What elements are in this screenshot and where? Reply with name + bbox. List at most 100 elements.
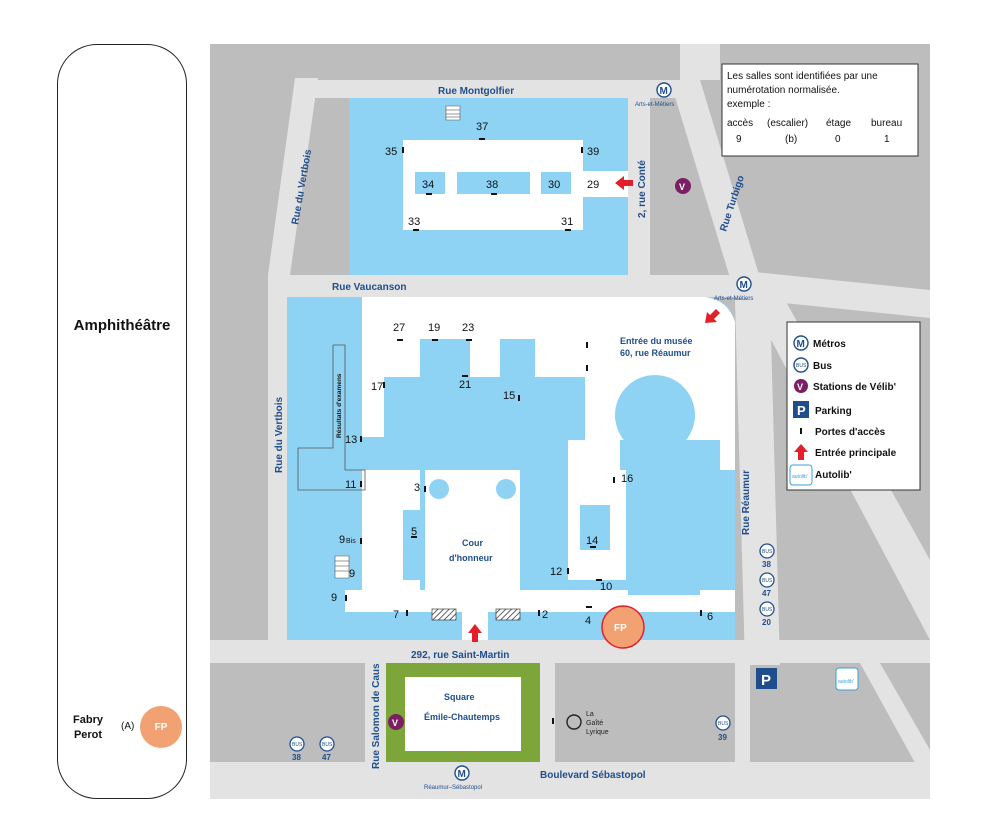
door-35[interactable]: [402, 147, 404, 153]
door-21[interactable]: [462, 375, 468, 377]
door-3[interactable]: [424, 486, 426, 492]
bus-stop-reaumur-38[interactable]: BUS 38: [759, 543, 775, 569]
street-right-diagonal: [860, 663, 930, 790]
door-7[interactable]: [406, 610, 408, 616]
resultats-outline: [297, 344, 366, 491]
metro-arts-metiers-1[interactable]: M Arts-et-Métiers: [635, 82, 674, 108]
door-10[interactable]: [596, 579, 602, 581]
info-header-etage: étage: [826, 118, 851, 129]
autolib-marker[interactable]: autolib': [835, 667, 859, 691]
door-33[interactable]: [413, 229, 419, 231]
wing-14: [580, 505, 610, 550]
bus-badge: BUS: [762, 549, 773, 555]
stair-hatch-right[interactable]: [495, 608, 521, 621]
fabry-perot-marker[interactable]: FP: [601, 605, 645, 649]
stair-hatch-left[interactable]: [431, 608, 457, 621]
metro-arts-metiers-2[interactable]: M Arts-et-Métiers: [714, 276, 753, 302]
legend-velib: Stations de Vélib': [813, 382, 896, 393]
door-19[interactable]: [432, 339, 438, 341]
legend-metros: Métros: [813, 339, 846, 350]
bus-stop-reaumur-20[interactable]: BUS 20: [759, 601, 775, 627]
gaite-lyrique-marker[interactable]: La Gaîté Lyrique: [566, 711, 609, 736]
door-23[interactable]: [466, 339, 472, 341]
gaite-line1: La: [586, 711, 594, 718]
info-box-frame: [721, 63, 919, 157]
museum-entrance-line2: 60, rue Réaumur: [620, 348, 691, 358]
info-value-escalier: (b): [785, 134, 797, 145]
door-5[interactable]: [411, 536, 417, 538]
bus-line-38: 38: [292, 753, 301, 762]
station-arts-metiers-2: Arts-et-Métiers: [714, 296, 753, 302]
bus-line-38: 38: [762, 560, 771, 569]
metro-letter: M: [660, 86, 668, 97]
cour-honneur-line2: d'honneur: [449, 553, 493, 563]
street-passage-east: [735, 663, 750, 765]
door-39[interactable]: [581, 147, 583, 153]
velib-station-salomon[interactable]: V: [388, 714, 404, 730]
door-9bis[interactable]: [360, 538, 362, 544]
main-entrance-arrow-south[interactable]: [468, 624, 482, 642]
door-31[interactable]: [565, 229, 571, 231]
door-11[interactable]: [360, 481, 362, 487]
main-entrance-arrow-museum[interactable]: [705, 309, 720, 323]
velib-station-turbigo[interactable]: V: [675, 178, 691, 194]
metro-reaumur-sebastopol[interactable]: M Réaumur–Sébastopol: [424, 765, 482, 791]
street-boulevard-sebastopol: [210, 762, 930, 799]
door-6[interactable]: [700, 610, 702, 616]
staircase-icon: [445, 105, 461, 121]
room-27: 27: [393, 322, 405, 334]
main-entrance-arrow-conte[interactable]: [615, 176, 633, 190]
door-37[interactable]: [479, 138, 485, 140]
park-square-inner: [405, 677, 521, 751]
main-building-wings: [384, 339, 720, 595]
bus-icon: [759, 601, 775, 617]
bus-line-47: 47: [762, 589, 771, 598]
metro-letter: M: [740, 280, 748, 291]
label-rue-salomon: Rue Salomon de Caus: [371, 663, 382, 769]
parking-letter: P: [761, 672, 771, 689]
door-16[interactable]: [613, 477, 615, 483]
door-2[interactable]: [538, 610, 540, 616]
station-reaumur-sebastopol: Réaumur–Sébastopol: [424, 785, 482, 791]
door-38[interactable]: [491, 193, 497, 195]
door-museum-1[interactable]: [586, 342, 588, 348]
info-value-acces: 9: [736, 134, 742, 145]
room-15: 15: [503, 390, 515, 402]
wing-15: [500, 339, 535, 412]
street-rue-vaucanson: [268, 275, 760, 297]
bus-stop-salomon-47[interactable]: BUS 47: [319, 736, 335, 762]
room-10: 10: [600, 581, 612, 593]
door-museum-2[interactable]: [586, 365, 588, 371]
bus-stop-salomon-38[interactable]: BUS 38: [289, 736, 305, 762]
door-17[interactable]: [383, 382, 385, 388]
bus-badge: BUS: [718, 721, 729, 727]
autolib-text: autolib': [838, 679, 854, 685]
door-27[interactable]: [397, 339, 403, 341]
bus-line-47: 47: [322, 753, 331, 762]
room-13: 13: [345, 434, 357, 446]
room-19: 19: [428, 322, 440, 334]
room-numbers: 37 35 39 34 38 30 29 33 31 27 19 23 17 2…: [331, 121, 713, 627]
info-header-acces: accès: [727, 118, 753, 129]
door-13[interactable]: [360, 436, 362, 442]
door-9[interactable]: [345, 595, 347, 601]
label-rue-vaucanson: Rue Vaucanson: [332, 282, 406, 293]
door-14[interactable]: [590, 546, 596, 548]
door-4[interactable]: [586, 606, 592, 608]
fabry-perot-badge[interactable]: FP: [140, 706, 182, 748]
info-value-etage: 0: [835, 134, 841, 145]
info-line1: Les salles sont identifiées par une: [727, 71, 878, 82]
door-15[interactable]: [518, 395, 520, 401]
door-34[interactable]: [426, 193, 432, 195]
info-box: Les salles sont identifiées par une numé…: [721, 63, 919, 157]
street-rue-vertbois-left: [268, 280, 287, 640]
metro-letter: M: [458, 769, 466, 780]
autolib-icon: [835, 667, 859, 691]
bus-stop-reaumur-47[interactable]: BUS 47: [759, 572, 775, 598]
parking-marker[interactable]: P: [756, 668, 777, 689]
room-4: 4: [585, 615, 591, 627]
door-12[interactable]: [567, 568, 569, 574]
door-square[interactable]: [552, 718, 554, 724]
bus-stop-sebastopol-39[interactable]: BUS 39: [715, 715, 731, 742]
